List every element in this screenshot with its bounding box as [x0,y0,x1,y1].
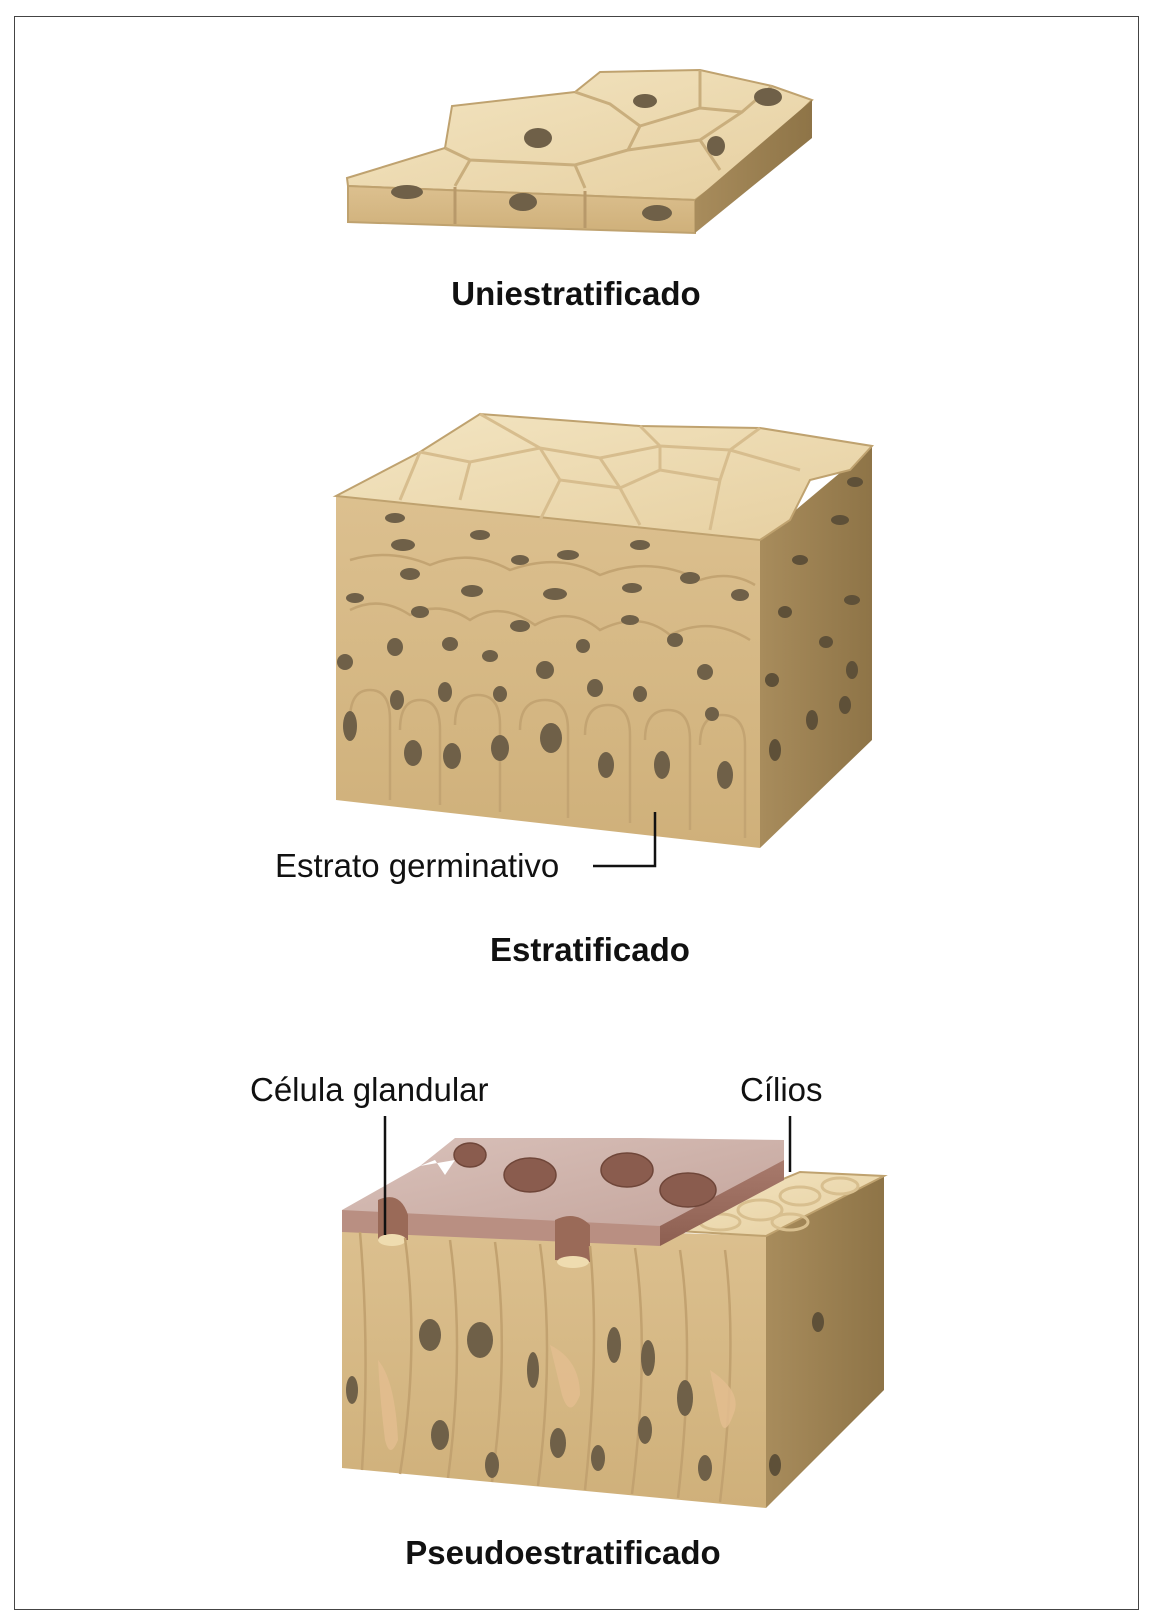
pseudostratified-epithelium-illustration [342,1138,884,1508]
simple-epithelium-illustration [347,70,812,233]
label-celula-glandular: Célula glandular [250,1071,489,1108]
label-estrato-germinativo: Estrato germinativo [275,847,559,884]
stratified-epithelium-illustration [336,414,872,848]
caption-pseudostratified: Pseudoestratificado [405,1534,720,1571]
caption-simple: Uniestratificado [451,275,700,312]
caption-stratified: Estratificado [490,931,690,968]
label-cilios: Cílios [740,1071,823,1108]
